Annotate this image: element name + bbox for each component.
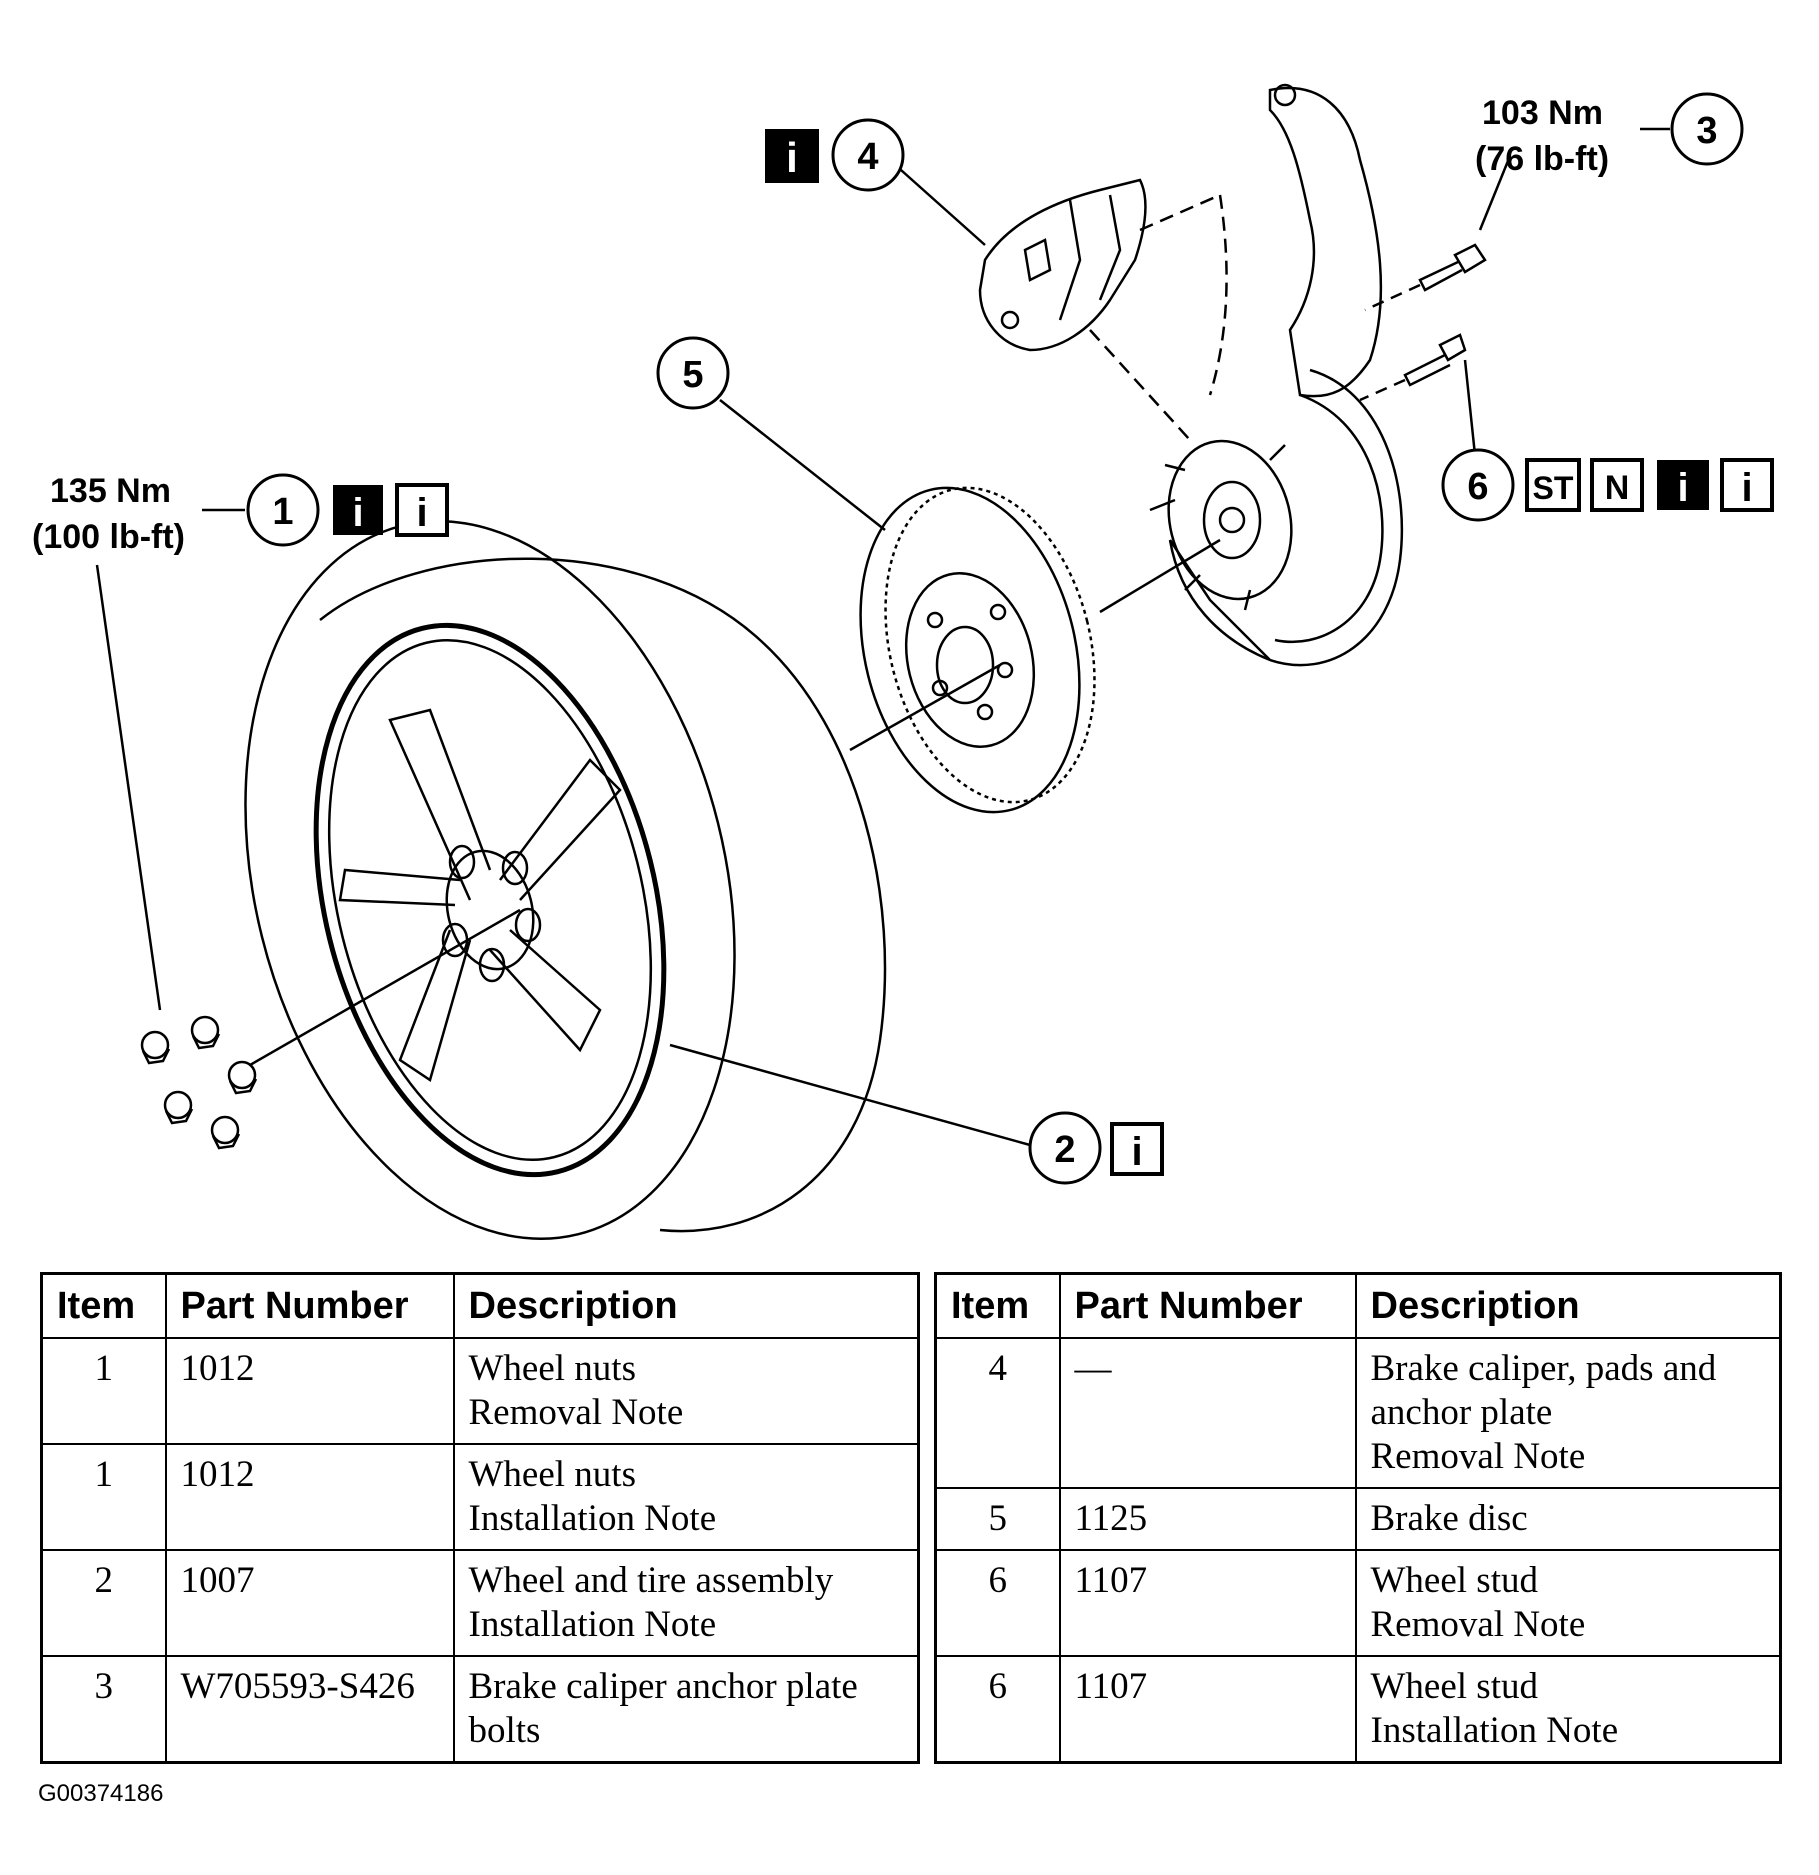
torque-wheel-nuts-lbft: (100 lb-ft) (32, 518, 185, 556)
hub-knuckle-assembly (1099, 83, 1404, 667)
info-icon-outline: i (1110, 1122, 1164, 1176)
callout-5: 5 (656, 336, 730, 410)
installation-note-link[interactable]: Installation Note (1370, 1710, 1619, 1751)
svg-text:i: i (1131, 1130, 1142, 1174)
svg-text:i: i (352, 491, 363, 535)
info-icon-filled: i (333, 485, 383, 535)
svg-text:i: i (786, 134, 798, 181)
wheel-nuts (140, 1015, 258, 1150)
figure-id: G00374186 (38, 1780, 164, 1807)
torque-anchor-bolts-lbft: (76 lb-ft) (1475, 140, 1609, 178)
cell-description: Wheel stud Installation Note (1354, 1655, 1782, 1764)
torque-anchor-bolts-nm: 103 Nm (1482, 94, 1603, 132)
table-row: 5 1125 Brake disc (934, 1487, 1782, 1551)
table-row: 6 1107 Wheel stud Installation Note (934, 1655, 1782, 1764)
svg-text:i: i (416, 491, 427, 535)
cell-part-number: — (1058, 1337, 1357, 1489)
cell-description: Wheel nuts Installation Note (452, 1443, 920, 1551)
info-icon-filled: i (1657, 460, 1709, 510)
desc-line: Wheel nuts (468, 1454, 636, 1495)
removal-note-link[interactable]: Removal Note (468, 1392, 684, 1433)
desc-line: Brake caliper anchor plate (468, 1666, 858, 1707)
svg-text:3: 3 (1696, 110, 1717, 152)
installation-note-link[interactable]: Installation Note (468, 1498, 717, 1539)
cell-description: Brake caliper anchor plate bolts (452, 1655, 920, 1764)
cell-part-number: 1107 (1058, 1549, 1357, 1657)
cell-item: 1 (40, 1337, 167, 1445)
brake-caliper (978, 178, 1228, 441)
header-description: Description (1354, 1272, 1782, 1339)
info-icon-filled: i (765, 129, 819, 183)
header-part-number: Part Number (164, 1272, 455, 1339)
svg-text:i: i (1741, 466, 1752, 510)
header-part-number: Part Number (1058, 1272, 1357, 1339)
desc-line: anchor plate (1370, 1392, 1553, 1433)
desc-line: Wheel stud (1370, 1560, 1538, 1601)
cell-description: Brake caliper, pads and anchor plate Rem… (1354, 1337, 1782, 1489)
table-row: 1 1012 Wheel nuts Installation Note (40, 1443, 920, 1551)
cell-part-number: 1125 (1058, 1487, 1357, 1551)
cell-item: 4 (934, 1337, 1061, 1489)
special-tool-icon: ST (1525, 458, 1581, 512)
svg-text:4: 4 (857, 136, 878, 178)
svg-text:6: 6 (1467, 466, 1488, 508)
cell-part-number: W705593-S426 (164, 1655, 455, 1764)
parts-table-left: Item Part Number Description 1 1012 Whee… (40, 1272, 920, 1764)
cell-part-number: 1012 (164, 1443, 455, 1551)
callout-6: 6 (1441, 448, 1515, 522)
installation-note-link[interactable]: Installation Note (468, 1604, 717, 1645)
cell-part-number: 1007 (164, 1549, 455, 1657)
desc-line: Wheel and tire assembly (468, 1560, 834, 1601)
table-row: 6 1107 Wheel stud Removal Note (934, 1549, 1782, 1657)
parts-table-right: Item Part Number Description 4 — Brake c… (934, 1272, 1782, 1764)
desc-line: Brake disc (1370, 1498, 1528, 1539)
exploded-view-diagram: 1 2 3 4 5 6 135 Nm (100 lb-ft) 103 Nm (7… (32, 83, 1774, 1240)
header-item: Item (40, 1272, 167, 1339)
cell-item: 3 (40, 1655, 167, 1764)
callout-3: 3 (1670, 92, 1744, 166)
svg-text:ST: ST (1533, 470, 1574, 506)
header-item: Item (934, 1272, 1061, 1339)
table-row: 1 1012 Wheel nuts Removal Note (40, 1337, 920, 1445)
cell-part-number: 1012 (164, 1337, 455, 1445)
torque-wheel-nuts-nm: 135 Nm (50, 472, 171, 510)
cell-item: 6 (934, 1655, 1061, 1764)
info-icon-outline: i (1720, 458, 1774, 512)
cell-description: Brake disc (1354, 1487, 1782, 1551)
removal-note-link[interactable]: Removal Note (1370, 1604, 1586, 1645)
desc-line: Brake caliper, pads and (1370, 1348, 1717, 1389)
svg-text:i: i (1677, 466, 1688, 510)
wheel-tire-assembly (244, 520, 887, 1240)
callout-1: 1 (246, 473, 320, 547)
table-row: 4 — Brake caliper, pads and anchor plate… (934, 1337, 1782, 1489)
table-header-row: Item Part Number Description (934, 1272, 1782, 1339)
svg-text:2: 2 (1054, 1129, 1075, 1171)
desc-line: Wheel stud (1370, 1666, 1538, 1707)
svg-text:N: N (1605, 469, 1630, 507)
svg-text:1: 1 (272, 491, 293, 533)
removal-note-link[interactable]: Removal Note (1370, 1436, 1586, 1477)
table-row: 2 1007 Wheel and tire assembly Installat… (40, 1549, 920, 1657)
table-row: 3 W705593-S426 Brake caliper anchor plat… (40, 1655, 920, 1764)
anchor-plate-bolt (1364, 243, 1487, 312)
desc-line: Wheel nuts (468, 1348, 636, 1389)
cell-part-number: 1107 (1058, 1655, 1357, 1764)
cell-description: Wheel and tire assembly Installation Not… (452, 1549, 920, 1657)
header-description: Description (452, 1272, 920, 1339)
info-icon-outline: i (395, 483, 449, 537)
callout-2: 2 (1028, 1111, 1102, 1185)
svg-text:5: 5 (682, 354, 703, 396)
table-header-row: Item Part Number Description (40, 1272, 920, 1339)
cell-item: 5 (934, 1487, 1061, 1551)
cell-item: 2 (40, 1549, 167, 1657)
desc-line: bolts (468, 1710, 541, 1751)
wheel-stud (1359, 333, 1467, 402)
new-part-icon: N (1590, 458, 1644, 512)
callout-4: 4 (831, 118, 905, 192)
cell-item: 1 (40, 1443, 167, 1551)
cell-description: Wheel stud Removal Note (1354, 1549, 1782, 1657)
cell-item: 6 (934, 1549, 1061, 1657)
cell-description: Wheel nuts Removal Note (452, 1337, 920, 1445)
brake-disc (849, 486, 1096, 814)
